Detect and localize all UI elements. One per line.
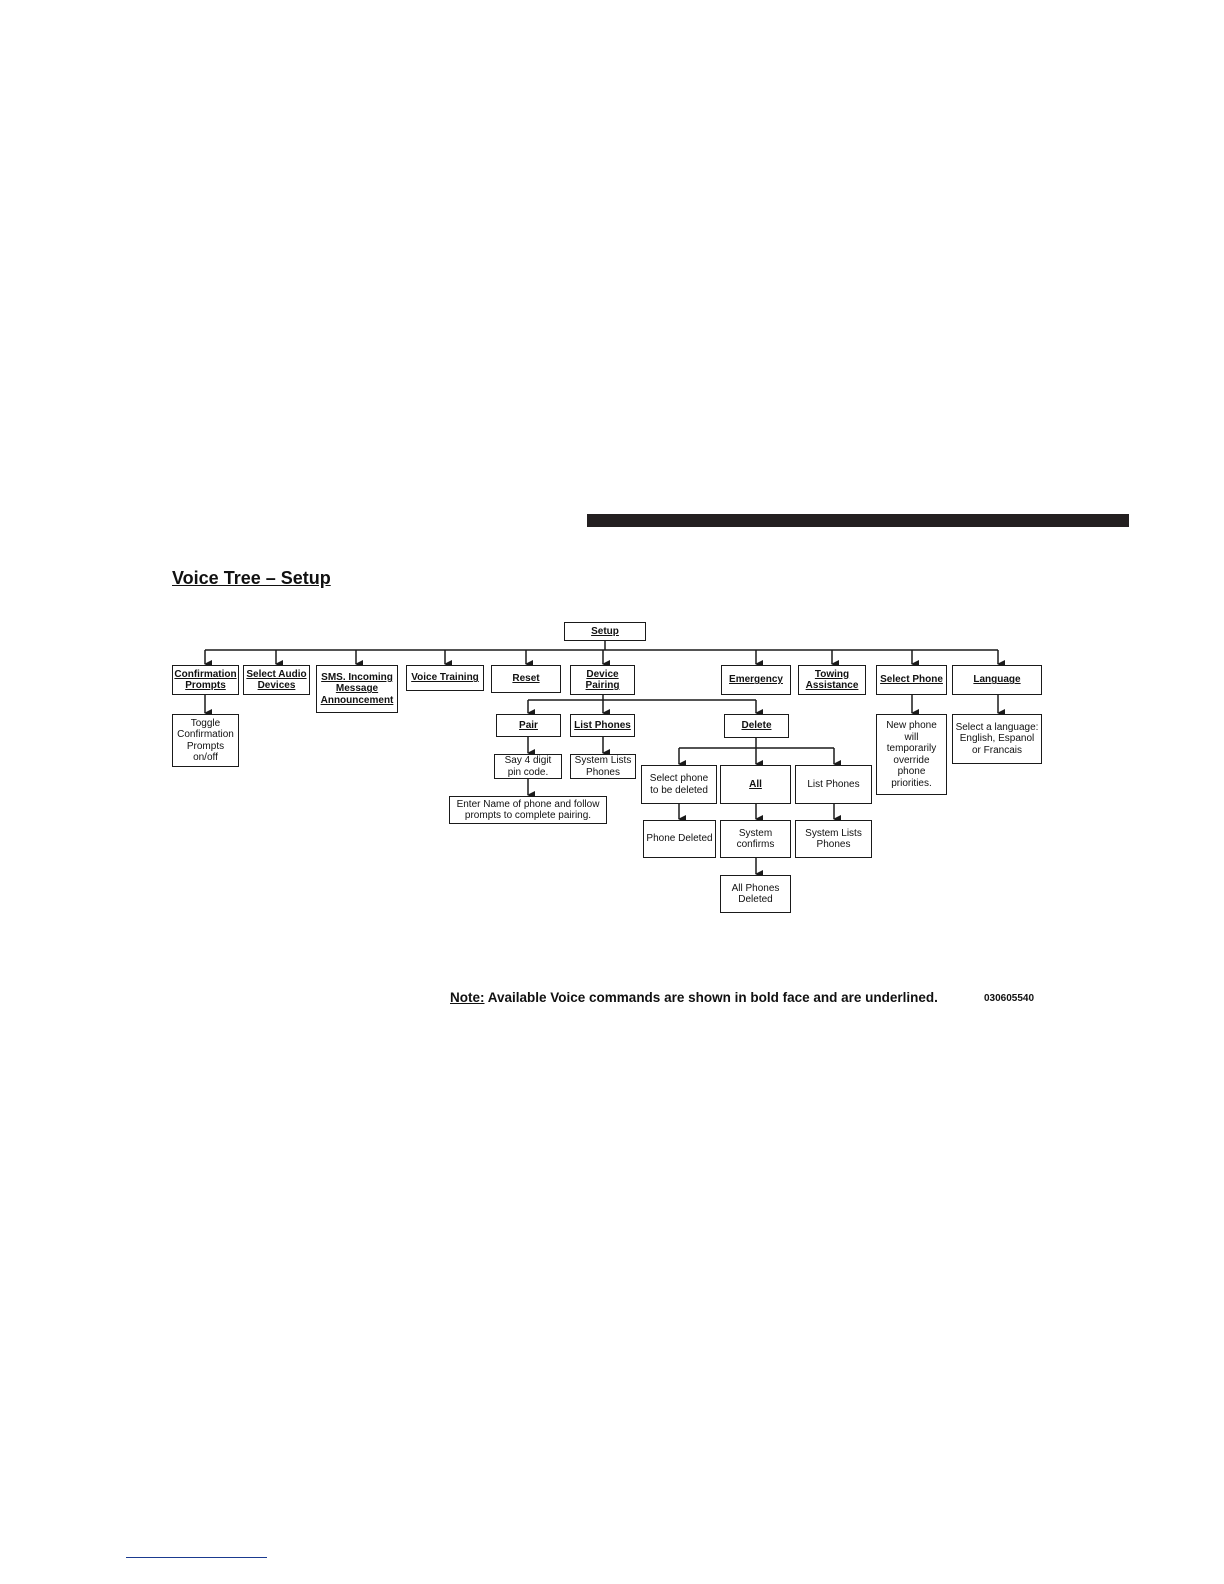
footer-rule — [126, 1557, 267, 1558]
note-label: Note: — [450, 990, 485, 1005]
node-delete: Delete — [724, 714, 789, 738]
node-delete-list-phones: List Phones — [795, 765, 872, 804]
node-pair: Pair — [496, 714, 561, 737]
node-all-phones-deleted: All Phones Deleted — [720, 875, 791, 913]
node-select-audio-devices: Select Audio Devices — [243, 665, 310, 695]
node-select-language: Select a language: English, Espanol or F… — [952, 714, 1042, 764]
node-select-phone-to-delete: Select phone to be deleted — [641, 765, 717, 804]
node-towing-assistance: Towing Assistance — [798, 665, 866, 695]
node-list-phones: List Phones — [570, 714, 635, 737]
node-system-lists-phones: System Lists Phones — [570, 754, 636, 779]
node-language: Language — [952, 665, 1042, 695]
node-setup: Setup — [564, 622, 646, 641]
node-confirmation-prompts: Confirmation Prompts — [172, 665, 239, 695]
node-new-phone-override: New phone will temporarily override phon… — [876, 714, 947, 795]
node-voice-training: Voice Training — [406, 665, 484, 691]
node-device-pairing: Device Pairing — [570, 665, 635, 695]
node-phone-deleted: Phone Deleted — [643, 820, 716, 858]
node-enter-name: Enter Name of phone and follow prompts t… — [449, 796, 607, 824]
node-system-confirms: System confirms — [720, 820, 791, 858]
node-pin-code: Say 4 digit pin code. — [494, 754, 562, 779]
node-select-phone: Select Phone — [876, 665, 947, 695]
node-emergency: Emergency — [721, 665, 791, 695]
diagram-note: Note: Available Voice commands are shown… — [450, 990, 938, 1005]
node-sms-announcement: SMS. Incoming Message Announcement — [316, 665, 398, 713]
figure-code: 030605540 — [984, 993, 1035, 1004]
section-header-bar — [587, 514, 1129, 527]
note-text: Available Voice commands are shown in bo… — [484, 990, 938, 1005]
node-delete-all: All — [720, 765, 791, 804]
node-delete-system-lists-phones: System Lists Phones — [795, 820, 872, 858]
node-reset: Reset — [491, 665, 561, 693]
diagram-title: Voice Tree – Setup — [172, 568, 331, 588]
node-toggle-confirmation: Toggle Confirmation Prompts on/off — [172, 714, 239, 767]
